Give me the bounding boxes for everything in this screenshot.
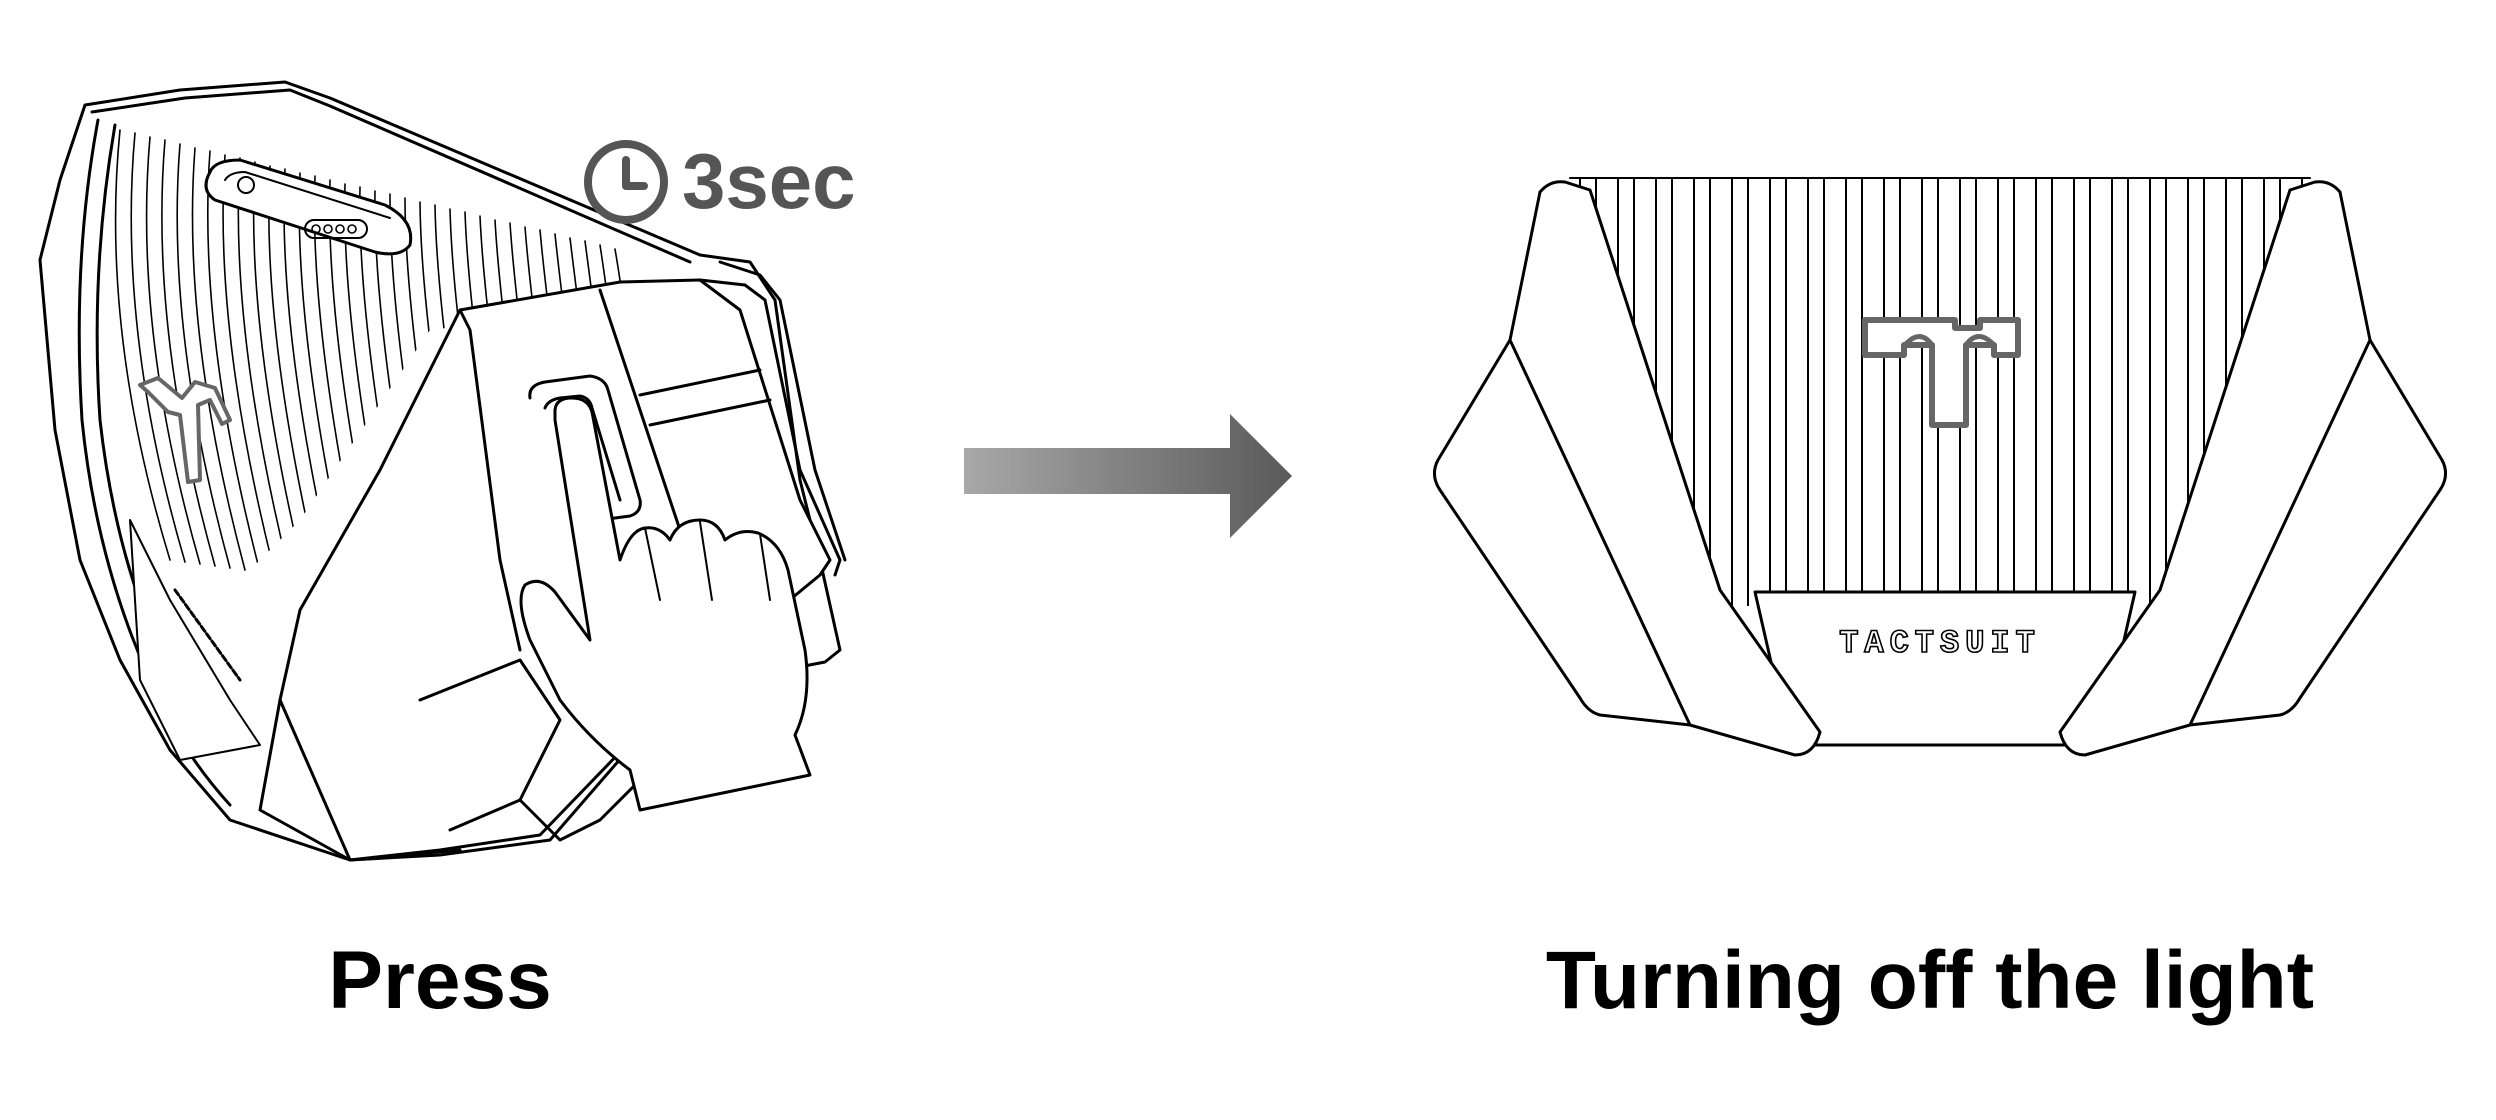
caption-press: Press: [240, 940, 640, 1022]
clock-icon: [582, 138, 670, 226]
right-arrow-icon: [960, 410, 1300, 540]
device-brand-label: TACTSUIT: [1839, 625, 2041, 662]
timer-label: 3sec: [682, 142, 856, 220]
device-off-illustration: TACTSUIT: [1400, 150, 2480, 800]
caption-turning-off: Turning off the light: [1480, 940, 2380, 1022]
